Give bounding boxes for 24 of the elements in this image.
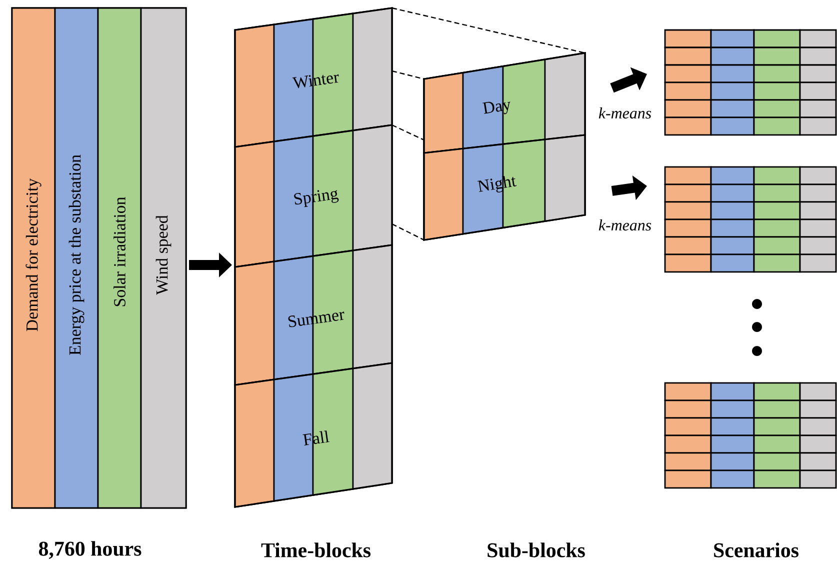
scenario-table: [664, 166, 837, 273]
time-block-row: Summer: [234, 244, 393, 386]
sub-block-row: Night: [423, 134, 586, 241]
data-block: [11, 7, 187, 509]
projection-line: [392, 7, 586, 54]
edge-label: k-means: [597, 106, 653, 120]
time-block-row: Spring: [234, 124, 393, 268]
time-block-row: Fall: [234, 362, 393, 508]
data-column: Wind speed: [140, 7, 187, 509]
caption: 8,760 hours: [38, 541, 142, 559]
projection-line: [392, 70, 424, 80]
sub-block-row: Day: [423, 52, 586, 154]
scenario-table: [664, 382, 837, 489]
edge-label: k-means: [597, 218, 653, 232]
data-column: Energy price at the substation: [54, 7, 99, 509]
scenario-table: [664, 29, 837, 136]
caption: Time-blocks: [261, 542, 371, 558]
data-column: Solar irradiation: [97, 7, 142, 509]
caption: Scenarios: [714, 542, 798, 558]
projection-line: [392, 124, 424, 141]
caption: Sub-blocks: [488, 542, 585, 558]
time-block-row: Winter: [234, 7, 393, 148]
projection-line: [392, 223, 424, 241]
data-column: Demand for electricity: [11, 7, 56, 509]
